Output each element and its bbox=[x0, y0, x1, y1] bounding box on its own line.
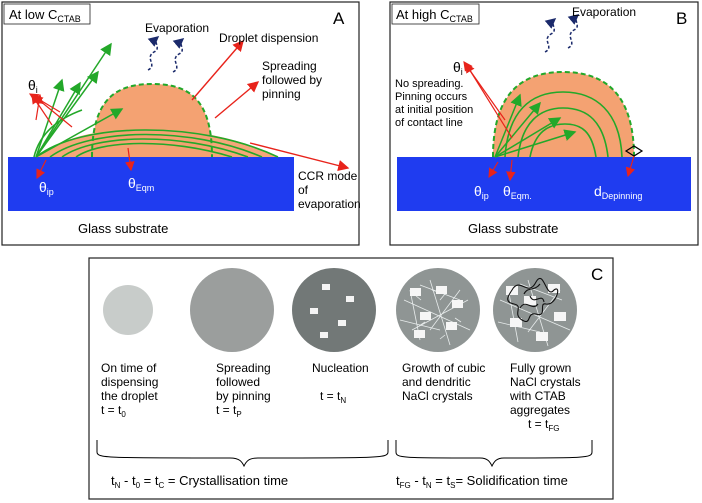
panel-b-note-1: No spreading. bbox=[395, 78, 464, 90]
stage2-label-2: followed bbox=[216, 375, 260, 389]
panel-a-spreading-3: pinning bbox=[262, 87, 301, 101]
panel-a-spreading-2: followed by bbox=[262, 73, 322, 87]
panel-a-tangent-arrows bbox=[35, 42, 124, 158]
panel-b-substrate bbox=[397, 157, 691, 211]
panel-b-evaporation-arrows bbox=[544, 14, 580, 53]
panel-b-title: At high CCTAB bbox=[396, 7, 473, 24]
panel-a-theta-i: θi bbox=[28, 77, 38, 95]
panel-b-note-4: of contact line bbox=[395, 117, 463, 129]
panel-a: At low CCTAB A Glass substrate bbox=[1, 1, 361, 246]
crystallisation-time-eq: tN - t0 = tC = Crystallisation time bbox=[111, 473, 288, 490]
panel-a-title: At low CCTAB bbox=[9, 7, 81, 24]
stage2-circle bbox=[190, 268, 274, 352]
stage5-label-1: Fully grown bbox=[510, 361, 571, 375]
panel-a-ccr-1: CCR mode bbox=[298, 169, 358, 183]
panel-c-letter: C bbox=[591, 265, 603, 284]
panel-b-note-2: Pinning occurs bbox=[395, 91, 468, 103]
panel-b-depinning-marker bbox=[624, 145, 644, 157]
panel-a-substrate bbox=[8, 157, 294, 211]
panel-b-depinning-arrow bbox=[625, 155, 636, 178]
panel-b-substrate-label: Glass substrate bbox=[468, 221, 558, 236]
crystallisation-brace bbox=[96, 440, 389, 468]
stage5-ctab-aggregates bbox=[507, 278, 559, 322]
stage4-label-2: and dendritic bbox=[402, 375, 471, 389]
panel-a-evaporation: Evaporation bbox=[145, 21, 209, 35]
stage2-label-3: by pinning bbox=[216, 389, 271, 403]
panel-b: At high CCTAB B Glass substrate θi θip θ… bbox=[389, 1, 699, 246]
panel-c: C bbox=[88, 257, 614, 500]
stage1-label-3: the droplet bbox=[101, 389, 158, 403]
stage5-time: t = tFG bbox=[528, 417, 559, 433]
panel-a-ccr-2: of bbox=[298, 183, 309, 197]
stage5-label-2: NaCl crystals bbox=[510, 375, 581, 389]
panel-b-droplet bbox=[493, 72, 634, 157]
panel-b-tangent-arrows bbox=[494, 93, 577, 158]
panel-b-theta-ip: θip bbox=[474, 183, 489, 201]
stage5-label-4: aggregates bbox=[510, 403, 570, 417]
solidification-time-eq: tFG - tN = tS= Solidification time bbox=[396, 473, 568, 490]
panel-a-theta-ip: θip bbox=[39, 179, 54, 197]
panel-a-ccr-3: evaporation bbox=[298, 197, 361, 211]
panel-b-theta-i: θi bbox=[453, 59, 463, 77]
stage3-label-1: Nucleation bbox=[312, 361, 369, 375]
stage1-circle bbox=[103, 285, 153, 335]
stage3-nuclei bbox=[310, 284, 354, 338]
stage1-label-2: dispensing bbox=[101, 375, 158, 389]
panel-b-note-3: at initial position bbox=[395, 104, 473, 116]
stage1-time: t = t0 bbox=[101, 403, 126, 419]
panel-b-theta-eqm: θEqm. bbox=[503, 183, 532, 201]
stage5-label-3: with CTAB bbox=[509, 389, 566, 403]
stage2-label-1: Spreading bbox=[216, 361, 271, 375]
stage2-time: t = tP bbox=[216, 403, 242, 419]
stage4-dendrites bbox=[399, 279, 471, 346]
stage4-label-3: NaCl crystals bbox=[402, 389, 473, 403]
stage5-circle bbox=[493, 268, 577, 352]
panel-a-dome-droplet bbox=[92, 84, 212, 157]
panel-b-angle-arrows bbox=[463, 61, 516, 182]
panel-a-title-box bbox=[3, 3, 91, 25]
stage4-circle bbox=[396, 268, 480, 352]
panel-a-callout-arrows bbox=[191, 39, 350, 172]
panel-b-d-depinning: dDepinning bbox=[594, 183, 642, 201]
solidification-brace bbox=[395, 440, 593, 468]
panel-a-substrate-label: Glass substrate bbox=[78, 221, 168, 236]
panel-a-evaporation-arrows bbox=[147, 36, 185, 73]
panel-b-evaporation: Evaporation bbox=[572, 5, 636, 19]
panel-b-title-box bbox=[391, 3, 480, 25]
stage4-crystals bbox=[410, 286, 463, 338]
panel-a-spreading-1: Spreading bbox=[262, 59, 317, 73]
panel-a-droplet-dispension: Droplet dispension bbox=[219, 31, 318, 45]
stage3-time: t = tN bbox=[320, 389, 346, 405]
panel-b-contour-curves bbox=[504, 91, 623, 158]
panel-b-letter: B bbox=[676, 9, 687, 28]
panel-a-dome-outline bbox=[91, 82, 213, 158]
panel-a-angle-arrows bbox=[28, 93, 135, 180]
panel-a-theta-eqm: θEqm bbox=[128, 175, 154, 193]
panel-a-letter: A bbox=[333, 9, 345, 28]
stage4-label-1: Growth of cubic bbox=[402, 361, 485, 375]
stage1-label-1: On time of bbox=[101, 361, 157, 375]
stage3-circle bbox=[292, 268, 376, 352]
